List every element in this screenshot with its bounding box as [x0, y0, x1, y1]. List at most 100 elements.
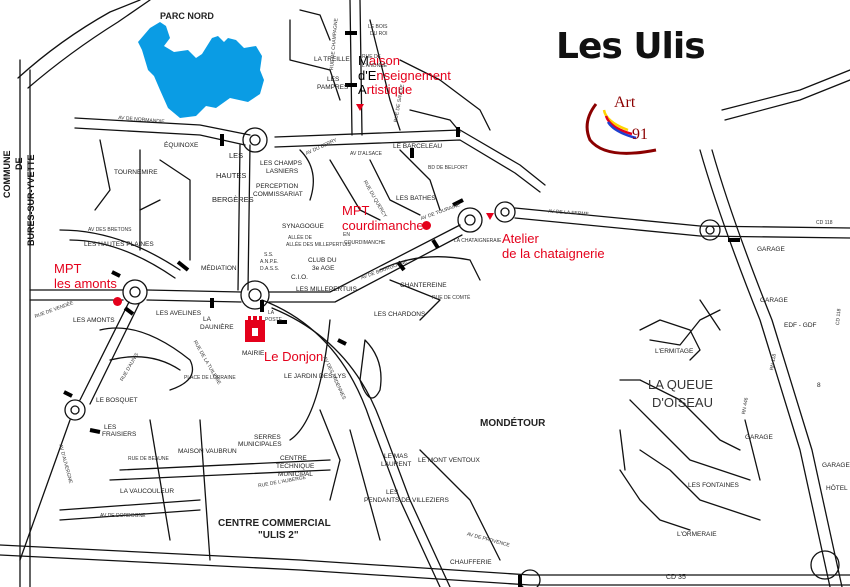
label-tournemire: TOURNEMIRE	[114, 169, 158, 176]
maison-letter-a: A	[358, 82, 367, 98]
label-centre-tech-1: CENTRE	[280, 455, 307, 462]
label-dauniere-2: DAUNIÈRE	[200, 324, 234, 331]
label-perception-1: PERCEPTION	[256, 183, 299, 190]
label-queue-oiseau-1: LA QUEUE	[648, 377, 714, 392]
label-treille: LA TREILLE	[314, 56, 350, 63]
mpt-amonts-line1: MPT	[54, 261, 82, 276]
label-club-2: 3e AGE	[312, 265, 335, 272]
label-courdimanche-area: COURDIMANCHE	[344, 240, 386, 246]
venue-atelier[interactable]: Atelier de la chataignerie	[502, 231, 605, 261]
label-synagogue: SYNAGOGUE	[282, 223, 324, 230]
label-mondetour: MONDÉTOUR	[480, 418, 546, 429]
label-dass: D.A.S.S.	[260, 266, 280, 272]
street-allee-de: ALLÉE DE	[288, 235, 312, 241]
street-lorraine: PLACE DE LORRAINE	[184, 375, 236, 381]
mpt-amonts-line2: les amonts	[54, 275, 117, 291]
label-hotel: HÔTEL	[826, 485, 848, 492]
label-poste-1: LA	[268, 310, 275, 316]
label-garage-4: GARAGE	[822, 462, 850, 469]
label-equinoxe: ÉQUINOXE	[164, 142, 199, 149]
label-chardons: LES CHARDONS	[374, 311, 426, 318]
label-chantereine: CHANTEREINE	[400, 282, 447, 289]
label-chauffeerie: CHAUFFERIE	[450, 559, 492, 566]
label-poste-2: POSTE	[265, 317, 282, 323]
label-amonts: LES AMONTS	[73, 317, 115, 324]
mpt-amonts-marker-icon	[113, 297, 122, 306]
maison-marker-icon	[356, 104, 364, 111]
label-champs-1: LES CHAMPS	[260, 160, 302, 167]
label-jardin-des-lys: LE JARDIN DES LYS	[284, 373, 347, 380]
label-fraisiers-2: FRAISIERS	[102, 431, 137, 438]
logo-line2: 91	[632, 126, 648, 143]
label-garage-2: GARAGE	[760, 297, 788, 304]
mpt-courdimanche-line2: courdimanche	[342, 217, 424, 233]
label-en: EN	[343, 232, 350, 238]
parc-nord-lake	[138, 22, 264, 118]
label-serres-2: MUNICIPALES	[238, 441, 282, 448]
label-garage-3: GARAGE	[745, 434, 773, 441]
commune-label-2: DE	[14, 157, 24, 170]
map-title: Les Ulis	[556, 26, 706, 67]
label-hautes-1: LES	[229, 151, 244, 160]
maison-word: aison	[368, 53, 400, 68]
label-ss: S.S.	[264, 252, 274, 258]
street-comte: RUE DE COMTÉ	[432, 295, 471, 301]
label-mas-laurent-1: LE MAS	[384, 453, 408, 460]
label-hautes-plaines: LES HAUTES PLAINES	[84, 241, 154, 248]
label-fontaines: LES FONTAINES	[688, 482, 739, 489]
label-cio: C.I.O.	[291, 274, 308, 281]
venue-le-donjon[interactable]: Le Donjon	[264, 349, 324, 364]
label-maison-vaubrun: MAISON VAUBRUN	[178, 448, 237, 455]
commune-label-3: BURES-SUR-YVETTE	[26, 154, 36, 246]
label-chataigneraie: LA CHATAIGNERAIE	[454, 238, 502, 244]
atelier-line2: de la chataignerie	[502, 245, 605, 261]
label-dauniere-1: LA	[203, 316, 211, 323]
street-cd-1: CD 118	[816, 220, 833, 226]
label-ormeraie: L'ORMERAIE	[677, 531, 717, 538]
venue-maison[interactable]: Maison d'Enseignement Artistique	[358, 53, 451, 98]
street-belfort: BD DE BELFORT	[428, 165, 468, 171]
label-mont-ventoux: LE MONT VENTOUX	[418, 457, 480, 464]
label-club-1: CLUB DU	[308, 257, 337, 264]
street-millepertuis: ALLÉE DES MILLEPERTUIS	[286, 242, 351, 248]
label-centre-tech-3: MUNICIPAL	[278, 471, 313, 478]
venue-mpt-courdimanche[interactable]: MPT courdimanche	[342, 203, 424, 233]
label-avelines: LES AVELINES	[156, 310, 202, 317]
label-bathes: LES BATHES	[396, 195, 436, 202]
label-centre-tech-2: TECHNIQUE	[276, 463, 315, 470]
label-perception-2: COMMISSARIAT	[253, 191, 303, 198]
label-pampres-1: LES	[327, 76, 340, 83]
street-cd35: CD 35	[666, 574, 686, 581]
street-rue-de: RUE DE	[362, 54, 381, 60]
label-barceleau: LE BARCELEAU	[393, 143, 443, 150]
label-pampres-2: PAMPRES	[317, 84, 349, 91]
label-hautes-2: HAUTES	[216, 171, 247, 180]
label-garage-1: GARAGE	[757, 246, 785, 253]
street-dordogne: AV DE DORDOGNE	[100, 513, 146, 519]
label-edf: EDF - GDF	[784, 322, 817, 329]
label-champs-2: LASNIERS	[266, 168, 299, 175]
commune-label-1: COMMUNE	[2, 150, 12, 199]
maison-letter-e: d'E	[358, 67, 377, 83]
street-num-8: 8	[817, 382, 821, 389]
label-millepertuis: LES MILLEPERTUIS	[296, 286, 357, 293]
venue-mpt-amonts[interactable]: MPT les amonts	[54, 261, 117, 291]
label-parc-nord: PARC NORD	[160, 11, 214, 21]
maison-artistique: rtistique	[366, 82, 413, 98]
mpt-courdimanche-line1: MPT	[342, 203, 370, 218]
label-bois-du-roi-1: LE BOIS	[368, 24, 388, 30]
logo-line1: Art	[614, 94, 636, 111]
label-pendants-2: PENDANTS DE VILLEZIERS	[364, 497, 449, 504]
label-mairie: MAIRIE	[242, 350, 265, 357]
label-bosquet: LE BOSQUET	[96, 397, 138, 404]
label-bois-du-roi-2: DU ROI	[370, 31, 388, 37]
art91-logo-icon	[585, 103, 657, 155]
label-mediation: MÉDIATION	[201, 265, 237, 272]
label-serres-1: SERRES	[254, 434, 281, 441]
maison-letter-m: M	[358, 53, 369, 68]
label-hautes-3: BERGÈRES	[212, 195, 254, 204]
label-centre-commercial-1: CENTRE COMMERCIAL	[218, 518, 331, 529]
label-queue-oiseau-2: D'OISEAU	[652, 395, 713, 410]
donjon-castle-icon	[245, 316, 265, 342]
